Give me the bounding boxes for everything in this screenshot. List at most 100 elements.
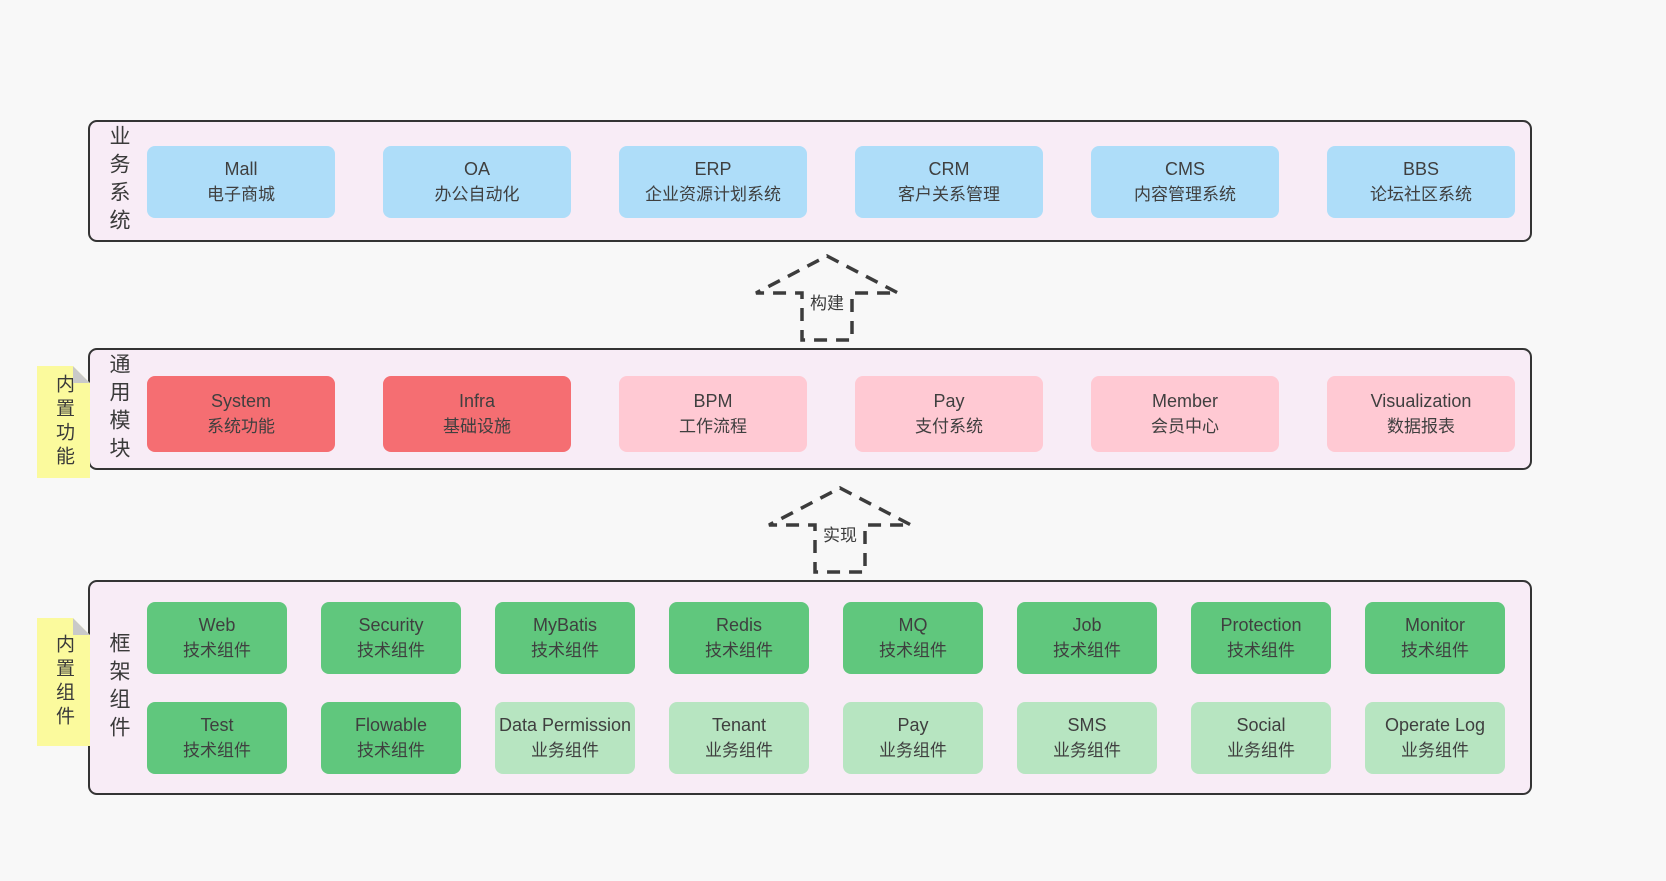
node-title: ERP [694, 159, 732, 180]
node-title: Test [200, 715, 234, 736]
node-test: Test 技术组件 [147, 702, 287, 774]
node-visualization: Visualization 数据报表 [1327, 376, 1515, 452]
node-subtitle: 业务组件 [1401, 740, 1469, 760]
node-subtitle: 支付系统 [915, 416, 983, 436]
node-title: Mall [224, 159, 258, 180]
node-title: Redis [715, 615, 763, 636]
node-subtitle: 技术组件 [1401, 640, 1469, 660]
node-subtitle: 工作流程 [679, 416, 747, 436]
node-subtitle: 系统功能 [207, 416, 275, 436]
node-job: Job 技术组件 [1017, 602, 1157, 674]
node-title: Web [198, 615, 236, 636]
node-system: System 系统功能 [147, 376, 335, 452]
arrow-build-label: 构建 [807, 288, 847, 315]
node-subtitle: 技术组件 [1053, 640, 1121, 660]
node-data-permission: Data Permission 业务组件 [495, 702, 635, 774]
arrow-implement-label: 实现 [820, 520, 860, 547]
sticky-note-built-in-components: 内置组件 [37, 618, 90, 746]
arrow-implement: 实现 [765, 484, 915, 576]
node-subtitle: 客户关系管理 [898, 184, 1000, 204]
node-crm: CRM 客户关系管理 [855, 146, 1043, 218]
node-pay-component: Pay 业务组件 [843, 702, 983, 774]
node-title: Infra [458, 391, 496, 412]
section-label-framework-components: 框架组件 [107, 631, 130, 744]
node-title: OA [463, 159, 490, 180]
node-title: Flowable [354, 715, 428, 736]
node-title: Tenant [711, 715, 767, 736]
node-erp: ERP 企业资源计划系统 [619, 146, 807, 218]
sticky-label: 内置组件 [53, 634, 74, 730]
section-label-common-modules: 通用模块 [107, 353, 130, 465]
node-bbs: BBS 论坛社区系统 [1327, 146, 1515, 218]
node-subtitle: 业务组件 [879, 740, 947, 760]
node-subtitle: 业务组件 [1053, 740, 1121, 760]
node-subtitle: 技术组件 [1227, 640, 1295, 660]
node-web: Web 技术组件 [147, 602, 287, 674]
section-common-modules: 通用模块 System 系统功能 Infra 基础设施 BPM 工作流程 Pay… [88, 348, 1532, 470]
node-subtitle: 技术组件 [879, 640, 947, 660]
node-title: System [210, 391, 271, 412]
sticky-label: 内置功能 [53, 374, 74, 470]
node-title: Monitor [1404, 615, 1466, 636]
node-subtitle: 技术组件 [531, 640, 599, 660]
node-bpm: BPM 工作流程 [619, 376, 807, 452]
dashed-up-arrow-icon [768, 486, 912, 574]
node-member: Member 会员中心 [1091, 376, 1279, 452]
node-operate-log: Operate Log 业务组件 [1365, 702, 1505, 774]
node-title: Job [1072, 615, 1102, 636]
arrow-build: 构建 [752, 252, 902, 344]
sticky-note-built-in-functions: 内置功能 [37, 366, 90, 478]
common-modules-row: System 系统功能 Infra 基础设施 BPM 工作流程 Pay 支付系统… [147, 376, 1515, 452]
node-title: Social [1236, 715, 1286, 736]
node-mall: Mall 电子商城 [147, 146, 335, 218]
node-redis: Redis 技术组件 [669, 602, 809, 674]
node-title: BBS [1402, 159, 1440, 180]
node-subtitle: 内容管理系统 [1134, 184, 1236, 204]
node-subtitle: 论坛社区系统 [1370, 184, 1472, 204]
node-title: CRM [928, 159, 970, 180]
node-title: Data Permission [498, 715, 632, 736]
node-title: Visualization [1370, 391, 1472, 412]
node-cms: CMS 内容管理系统 [1091, 146, 1279, 218]
node-subtitle: 技术组件 [357, 740, 425, 760]
node-title: BPM [693, 391, 733, 412]
node-title: Pay [933, 391, 965, 412]
node-subtitle: 企业资源计划系统 [645, 184, 781, 204]
node-subtitle: 业务组件 [531, 740, 599, 760]
framework-components-row-2: Test 技术组件 Flowable 技术组件 Data Permission … [147, 702, 1505, 774]
node-sms: SMS 业务组件 [1017, 702, 1157, 774]
node-title: Pay [897, 715, 929, 736]
node-title: Operate Log [1384, 715, 1486, 736]
node-oa: OA 办公自动化 [383, 146, 571, 218]
node-infra: Infra 基础设施 [383, 376, 571, 452]
node-subtitle: 业务组件 [705, 740, 773, 760]
node-protection: Protection 技术组件 [1191, 602, 1331, 674]
section-framework-components: 框架组件 Web 技术组件 Security 技术组件 MyBatis 技术组件… [88, 580, 1532, 795]
node-mq: MQ 技术组件 [843, 602, 983, 674]
node-title: MQ [898, 615, 928, 636]
node-title: MyBatis [532, 615, 597, 636]
node-tenant: Tenant 业务组件 [669, 702, 809, 774]
node-security: Security 技术组件 [321, 602, 461, 674]
node-title: CMS [1165, 159, 1205, 180]
dashed-up-arrow-icon [755, 254, 899, 342]
node-subtitle: 业务组件 [1227, 740, 1295, 760]
section-business-systems: 业务系统 Mall 电子商城 OA 办公自动化 ERP 企业资源计划系统 CRM… [88, 120, 1532, 242]
node-subtitle: 技术组件 [357, 640, 425, 660]
node-subtitle: 技术组件 [705, 640, 773, 660]
node-subtitle: 办公自动化 [434, 184, 520, 204]
business-systems-row: Mall 电子商城 OA 办公自动化 ERP 企业资源计划系统 CRM 客户关系… [147, 146, 1515, 218]
node-subtitle: 会员中心 [1151, 416, 1219, 436]
framework-components-row-1: Web 技术组件 Security 技术组件 MyBatis 技术组件 Redi… [147, 602, 1505, 674]
node-monitor: Monitor 技术组件 [1365, 602, 1505, 674]
node-subtitle: 电子商城 [207, 184, 275, 204]
section-label-business-systems: 业务系统 [107, 125, 130, 237]
node-title: Protection [1220, 615, 1302, 636]
node-title: Security [358, 615, 424, 636]
node-title: Member [1151, 391, 1218, 412]
node-title: SMS [1067, 715, 1107, 736]
node-social: Social 业务组件 [1191, 702, 1331, 774]
node-subtitle: 基础设施 [443, 416, 511, 436]
node-flowable: Flowable 技术组件 [321, 702, 461, 774]
node-pay-system: Pay 支付系统 [855, 376, 1043, 452]
